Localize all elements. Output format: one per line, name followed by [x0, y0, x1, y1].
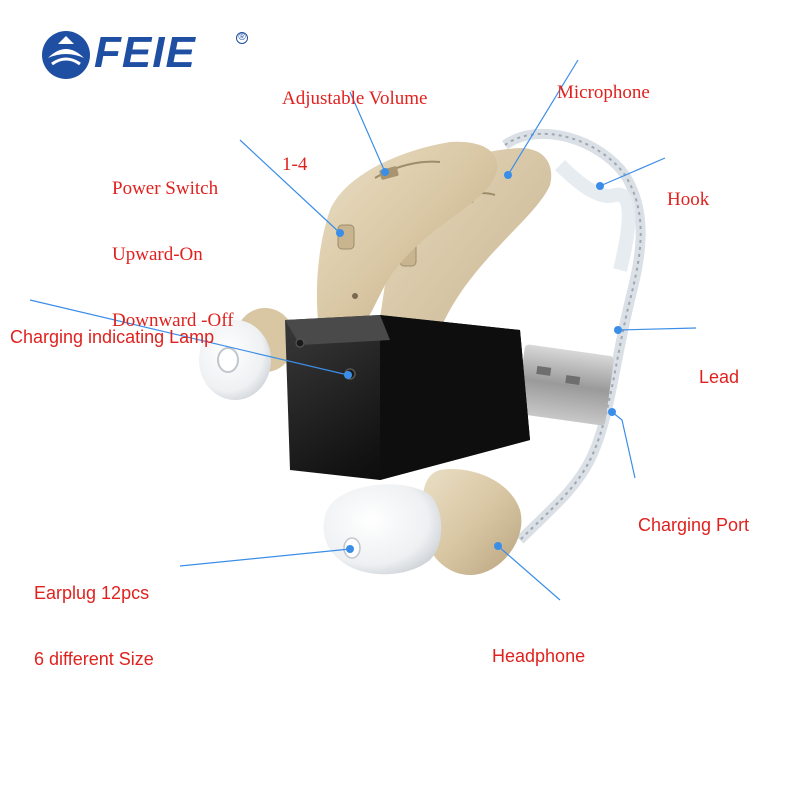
- label-microphone-text: Microphone: [557, 82, 650, 103]
- callout-line-earplug: [179, 548, 351, 567]
- label-microphone: Microphone: [557, 38, 650, 126]
- label-lead: Lead: [699, 322, 739, 410]
- callout-dot-lamp: [344, 371, 352, 379]
- callout-dot-headphone: [494, 542, 502, 550]
- label-charging-lamp: Charging indicating Lamp: [10, 282, 214, 370]
- usb-charging-port: [516, 344, 614, 426]
- label-charging-lamp-text: Charging indicating Lamp: [10, 327, 215, 347]
- label-lead-text: Lead: [699, 367, 740, 387]
- callout-dot-earplug: [346, 545, 354, 553]
- callout-dot-charging-port: [608, 408, 616, 416]
- callout-dot-volume: [381, 168, 389, 176]
- callout-line-power: [239, 139, 341, 234]
- label-charging-port-text: Charging Port: [638, 515, 750, 535]
- label-charging-port: Charging Port: [638, 470, 749, 558]
- brand-name: FEIE: [94, 28, 196, 77]
- label-power-switch: Power Switch Upward-On Downward -Off: [112, 134, 234, 354]
- label-hook-text: Hook: [667, 189, 710, 210]
- callout-line-lead: [617, 327, 697, 331]
- callout-line-lamp: [29, 299, 349, 376]
- callout-line-microphone: [507, 59, 579, 176]
- label-power-line1: Power Switch: [112, 178, 219, 199]
- label-power-line2: Upward-On: [112, 244, 203, 265]
- callout-line-volume: [349, 91, 386, 173]
- label-earplug-line1: Earplug 12pcs: [34, 583, 150, 603]
- label-hook: Hook: [667, 145, 709, 233]
- callout-dot-microphone: [504, 171, 512, 179]
- earplug-left: [199, 308, 295, 400]
- callout-line-headphone: [497, 545, 561, 601]
- callout-dot-power: [336, 229, 344, 237]
- callout-dot-hook: [596, 182, 604, 190]
- label-volume-line2: 1-4: [282, 154, 308, 175]
- label-earplug: Earplug 12pcs 6 different Size: [34, 538, 154, 692]
- callout-line-charging-port: [611, 411, 636, 479]
- label-volume: Adjustable Volume 1-4: [282, 44, 428, 198]
- feie-logo-icon: [42, 31, 90, 79]
- registered-mark: ®: [236, 32, 248, 44]
- label-power-line3: Downward -Off: [112, 310, 234, 331]
- label-volume-line1: Adjustable Volume: [282, 88, 428, 109]
- hook-and-lead-tube: [502, 128, 646, 544]
- charging-dock: [285, 315, 530, 480]
- callout-line-hook: [599, 157, 666, 187]
- label-headphone: Headphone: [492, 601, 585, 689]
- callout-dot-lead: [614, 326, 622, 334]
- brand-logo: FEIE ®: [88, 28, 248, 78]
- earplug-and-headphone: [323, 469, 522, 575]
- label-earplug-line2: 6 different Size: [34, 649, 154, 669]
- label-headphone-text: Headphone: [492, 646, 586, 666]
